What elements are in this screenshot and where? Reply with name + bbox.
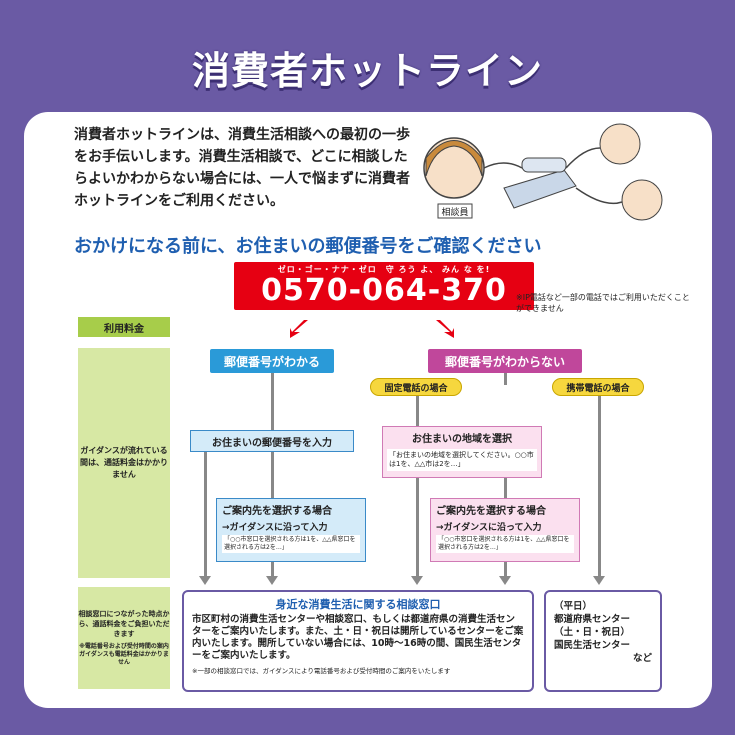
tag-mobile-phone: 携帯電話の場合 [552,378,644,396]
hotline-number[interactable]: 0570-064-370 [261,273,507,308]
red-arrow-icon [290,320,308,338]
connector-line [271,452,274,498]
receiver-icon [521,157,567,173]
fee-label: 利用料金 [78,317,170,337]
caller-face-2 [621,179,663,221]
down-arrow-icon [266,576,278,585]
connector-line [504,478,507,498]
consult-title: 身近な消費生活に関する相談窓口 [275,598,441,611]
info-card: 消費者ホットラインは、消費生活相談への最初の一歩をお手伝いします。消費生活相談で… [24,112,712,708]
select-region-sub: 「お住まいの地域を選択してください。○○市は1を、△△市は2を…」 [387,449,537,471]
consult-body: 市区町村の消費生活センターや相談窓口、もしくは都道府県の消費生活センターをご案内… [192,614,524,661]
fee-connected-text: 相談窓口につながった時点から、通話料金をご負担いただきます [78,610,170,638]
guide-right-title: ご案内先を選択する場合 [436,506,546,517]
connector-line [271,562,274,576]
illustration: 相談員 [423,123,663,221]
number-ruby: ゼロ・ゴー・ナナ・ゼロ 守 ろう よ、 みん な を! [277,265,491,274]
headline: おかけになる前に、お住まいの郵便番号をご確認ください [74,236,542,257]
connector-line [204,452,207,576]
down-arrow-icon [199,576,211,585]
hotline-number-box[interactable]: ゼロ・ゴー・ナナ・ゼロ 守 ろう よ、 みん な を! 0570-064-370 [234,262,534,310]
guide-box-right: ご案内先を選択する場合 →ガイダンスに沿って入力 「○○市窓口を選択される方は1… [430,498,580,562]
guide-left-note: 「○○市窓口を選択される方は1を、△△県窓口を選択される方は2を…」 [222,535,360,553]
branch-unknown: 郵便番号がわからない [428,349,582,373]
select-region-title: お住まいの地域を選択 [412,434,512,445]
consult-box: 身近な消費生活に関する相談窓口 市区町村の消費生活センターや相談窓口、もしくは都… [182,590,534,692]
centers-line: （平日） [554,601,593,612]
centers-line: 国民生活センター [554,640,631,651]
centers-box: （平日） 都道府県センター （土・日・祝日） 国民生活センター など [544,590,662,692]
guide-left-title: ご案内先を選択する場合 [222,506,332,517]
consult-note: ※一部の相談窓口では、ガイダンスにより電話番号および受付時間のご案内をいたします [192,667,451,675]
red-arrow-icon [436,320,454,338]
phone-icon [503,169,577,209]
connector-line [416,478,419,576]
connector-line [504,562,507,576]
fee-guidance: ガイダンスが流れている間は、通話料金はかかりません [78,348,170,578]
caller-face-1 [599,123,641,165]
centers-line: など [632,653,652,664]
guide-box-left: ご案内先を選択する場合 →ガイダンスに沿って入力 「○○市窓口を選択される方は1… [216,498,366,562]
connector-line [504,373,507,385]
badge-text: 相談員 [441,206,468,218]
badge [437,203,473,219]
tag-fixed-phone: 固定電話の場合 [370,378,462,396]
intro-text: 消費者ホットラインは、消費生活相談への最初の一歩をお手伝いします。消費生活相談で… [74,127,410,209]
connector-line [598,396,601,576]
page-title: 消費者ホットライン [191,49,543,93]
connector-line [416,396,419,426]
ip-note: ※IP電話など一部の電話ではご利用いただくことができません [516,293,690,313]
guide-right-sub: →ガイダンスに沿って入力 [436,523,542,533]
guide-left-sub: →ガイダンスに沿って入力 [222,523,328,533]
down-arrow-icon [411,576,423,585]
down-arrow-icon [499,576,511,585]
centers-line: 都道府県センター [554,614,631,625]
consultant-face [423,137,485,199]
enter-postal-box: お住まいの郵便番号を入力 [190,430,354,452]
centers-line: （土・日・祝日） [554,627,631,638]
branch-known: 郵便番号がわかる [210,349,334,373]
down-arrow-icon [593,576,605,585]
fee-connected-note: ※電話番号および受付時間の案内ガイダンスも電話料金はかかりません [79,643,169,666]
select-region-box: お住まいの地域を選択 「お住まいの地域を選択してください。○○市は1を、△△市は… [382,426,542,478]
fee-connected: 相談窓口につながった時点から、通話料金をご負担いただきます ※電話番号および受付… [78,587,170,689]
consultant-hair [425,140,483,177]
connector-line [271,373,274,430]
guide-right-note: 「○○市窓口を選択される方は1を、△△県窓口を選択される方は2を…」 [436,535,574,553]
